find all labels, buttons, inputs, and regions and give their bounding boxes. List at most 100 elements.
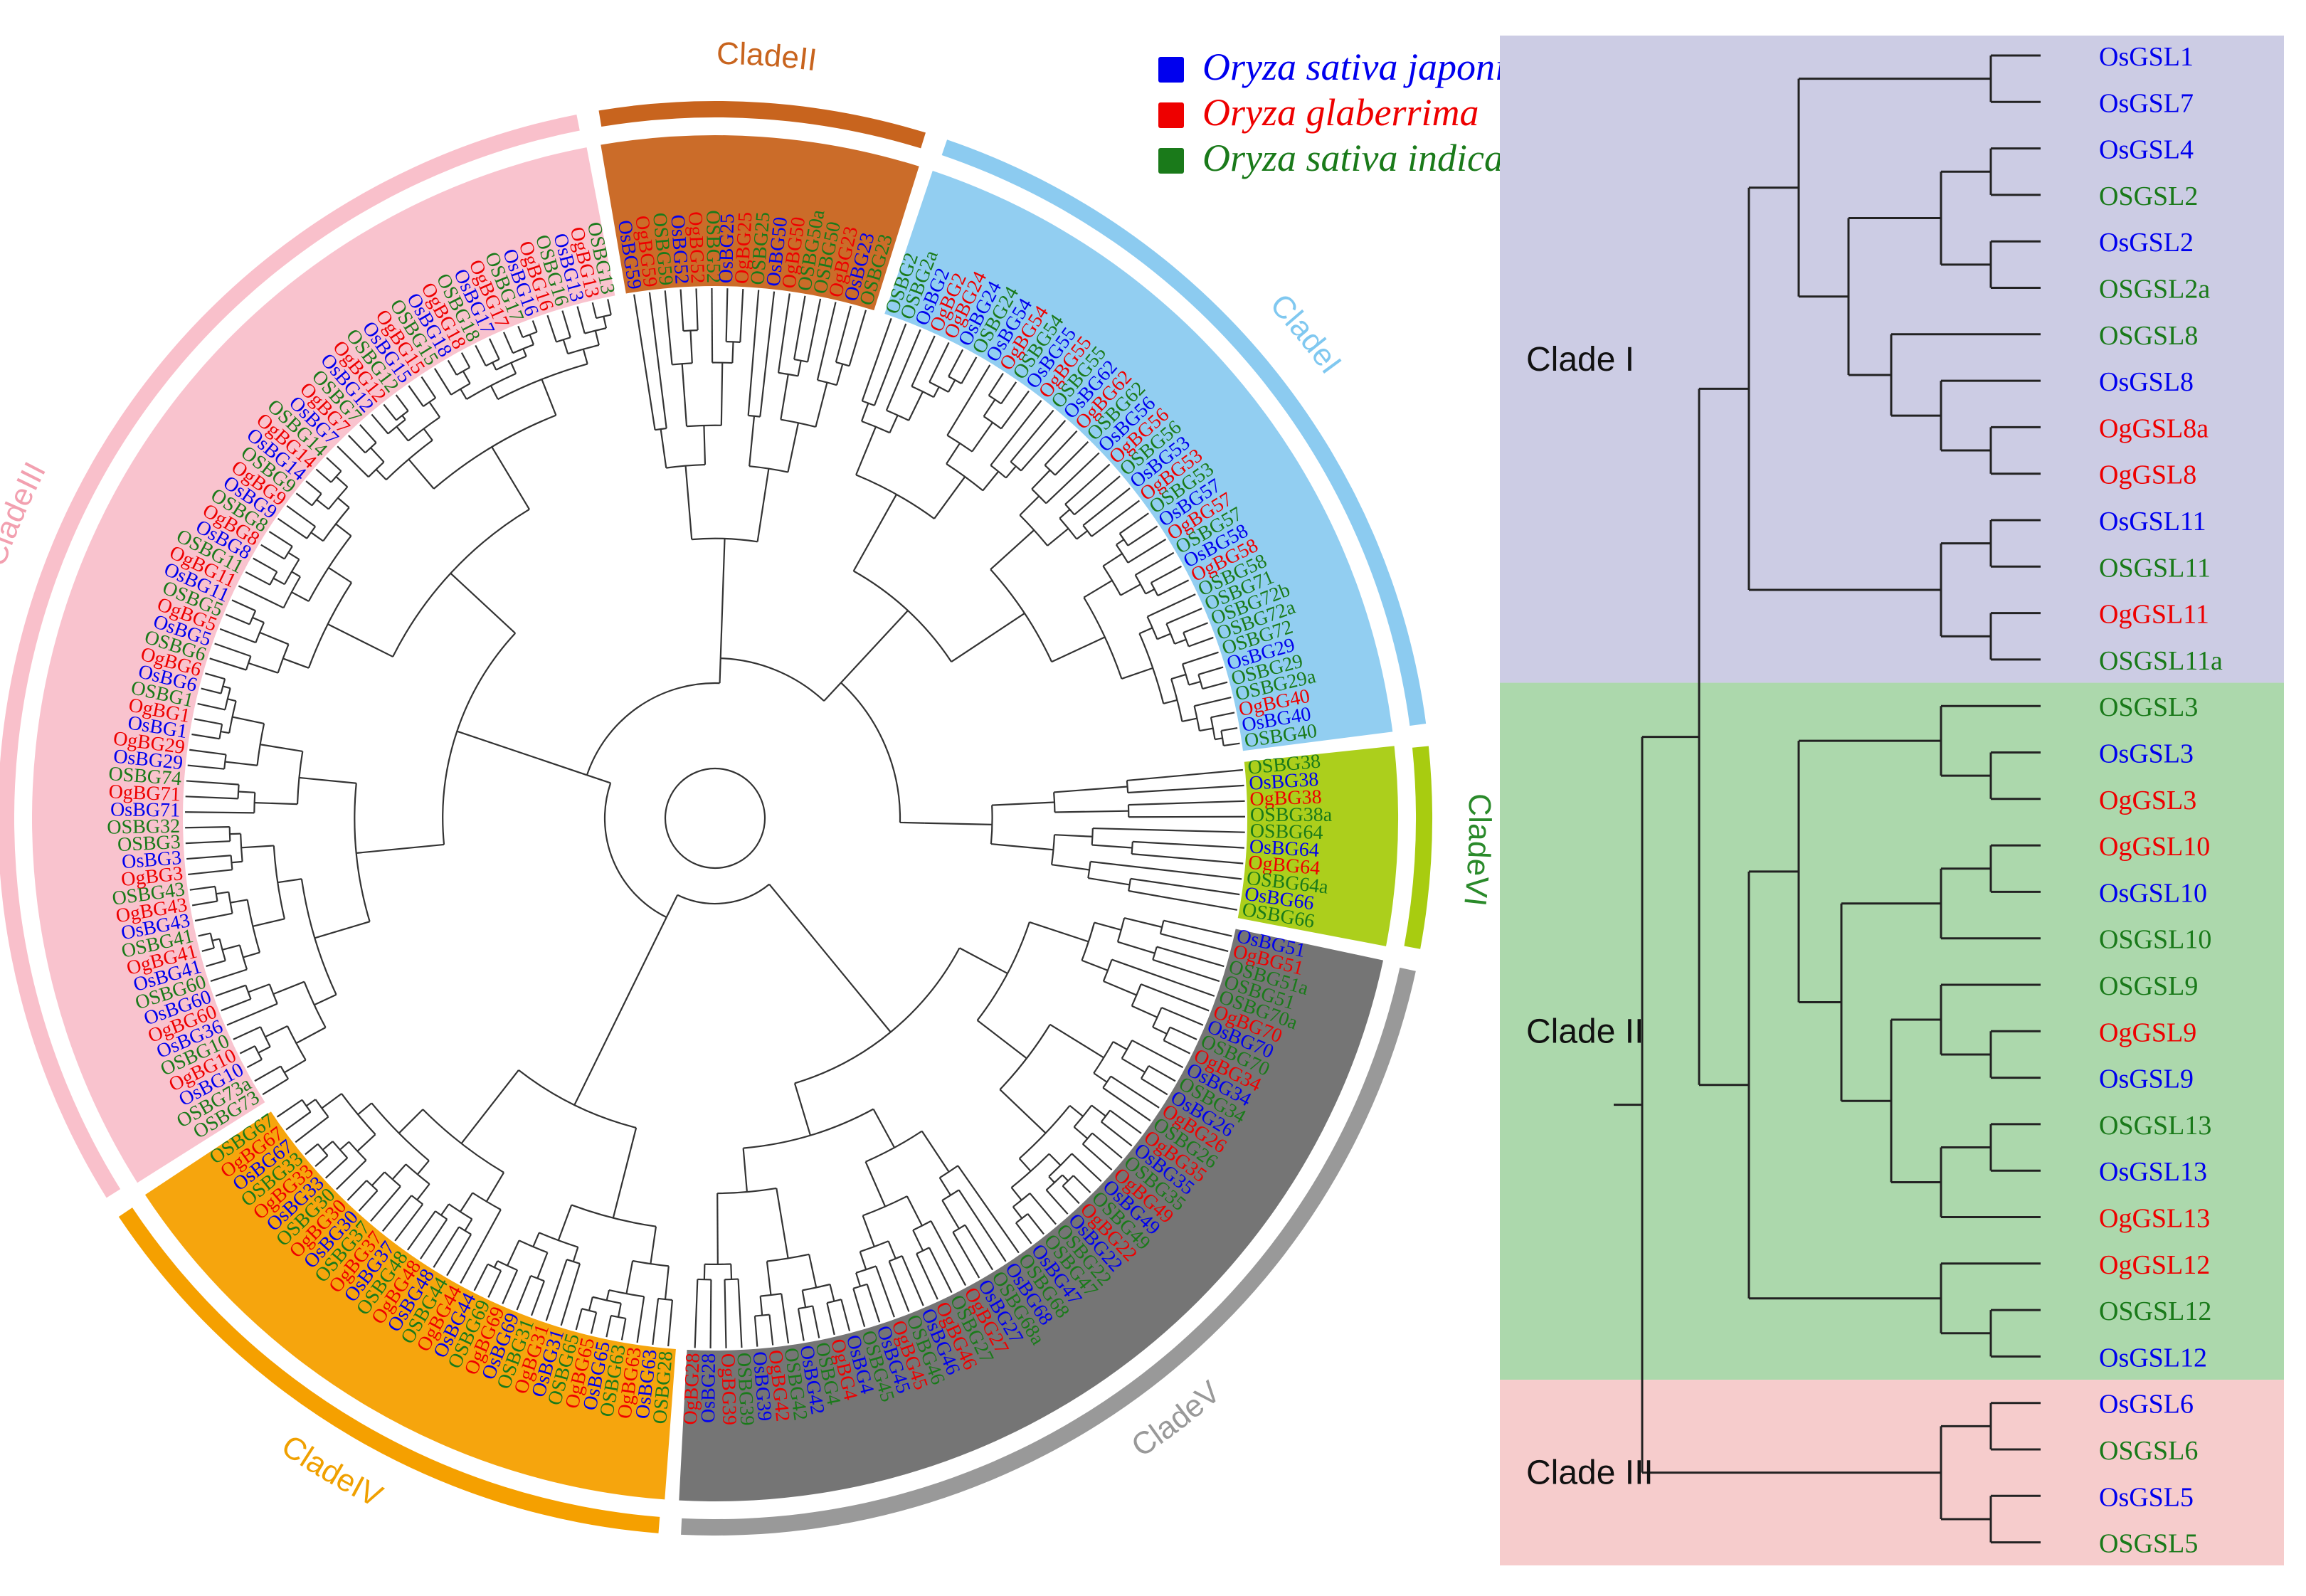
branch bbox=[1005, 465, 1017, 479]
branch bbox=[753, 1316, 758, 1347]
branch bbox=[327, 623, 393, 657]
branch bbox=[245, 571, 270, 586]
branch bbox=[1131, 853, 1244, 865]
branch bbox=[462, 371, 471, 384]
branch-arc bbox=[852, 1283, 868, 1289]
root-branch bbox=[665, 894, 679, 918]
branch bbox=[371, 413, 389, 435]
branch bbox=[1076, 530, 1088, 540]
branch bbox=[1183, 622, 1208, 634]
branch bbox=[545, 1259, 568, 1321]
branch bbox=[1131, 1005, 1158, 1018]
leaf-label: OSBG39 bbox=[732, 1352, 758, 1426]
branch bbox=[1073, 1126, 1089, 1140]
branch bbox=[749, 416, 756, 467]
branch bbox=[1223, 742, 1240, 747]
branch bbox=[536, 1252, 549, 1279]
branch bbox=[1188, 680, 1201, 686]
branch bbox=[335, 476, 349, 488]
rect-branches bbox=[1614, 54, 2041, 1544]
branch bbox=[464, 1218, 473, 1232]
branch bbox=[201, 687, 221, 694]
branch bbox=[793, 295, 806, 360]
branch bbox=[456, 730, 588, 776]
branch bbox=[401, 415, 406, 421]
branch bbox=[951, 613, 1025, 663]
branch-arc bbox=[238, 945, 248, 970]
branch bbox=[1010, 1187, 1022, 1201]
leaf-label: OsBG3 bbox=[121, 847, 182, 873]
branch bbox=[416, 1183, 430, 1200]
branch bbox=[348, 435, 366, 454]
branch bbox=[999, 1089, 1047, 1134]
branch bbox=[502, 332, 514, 354]
branch bbox=[447, 359, 458, 376]
clade-band-label: Clade II bbox=[1526, 1013, 1644, 1050]
branch bbox=[716, 1193, 719, 1264]
branch bbox=[1091, 1132, 1123, 1159]
branch bbox=[205, 672, 226, 680]
gsl-leaf-label: OsGSL12 bbox=[2099, 1343, 2207, 1373]
branch bbox=[316, 499, 329, 510]
clade-fill bbox=[31, 147, 615, 1183]
branch bbox=[336, 1159, 367, 1190]
branch bbox=[1102, 1087, 1151, 1121]
root-circle bbox=[664, 767, 766, 870]
branch bbox=[398, 1109, 424, 1134]
branch bbox=[964, 1225, 994, 1271]
branch bbox=[243, 951, 260, 958]
branch bbox=[1091, 1104, 1106, 1117]
branch bbox=[185, 840, 231, 845]
branch bbox=[246, 1059, 263, 1069]
branch bbox=[359, 424, 377, 443]
branch bbox=[1029, 921, 1089, 943]
clade-fill bbox=[884, 171, 1393, 751]
branch bbox=[912, 1230, 924, 1252]
branch bbox=[916, 1253, 938, 1300]
branch-arc bbox=[1220, 730, 1225, 746]
leaf-label: OgBG39 bbox=[716, 1353, 740, 1425]
clade-ring bbox=[598, 101, 926, 149]
leaf-labels: OsBG51OgBG51OSBG51aOSBG51OSBG70aOgBG70Os… bbox=[107, 208, 1333, 1426]
branch-arc bbox=[1140, 1065, 1150, 1079]
branch bbox=[777, 293, 790, 374]
branch bbox=[305, 1143, 319, 1156]
branch-arc bbox=[214, 886, 218, 902]
branch bbox=[1120, 583, 1141, 596]
branch bbox=[314, 921, 370, 939]
branch bbox=[382, 1195, 413, 1232]
branch bbox=[573, 916, 667, 1106]
branch-arc bbox=[1012, 1193, 1031, 1207]
branch bbox=[189, 885, 216, 891]
branch bbox=[591, 302, 598, 319]
branch bbox=[1103, 981, 1137, 996]
branch bbox=[189, 749, 226, 756]
leaf-label: OgBG52 bbox=[684, 211, 709, 284]
branch bbox=[209, 657, 247, 671]
branch bbox=[1054, 441, 1089, 476]
branch bbox=[225, 761, 258, 766]
branch bbox=[358, 1190, 379, 1212]
branch bbox=[408, 458, 435, 490]
branch bbox=[530, 1280, 545, 1316]
branch bbox=[780, 374, 789, 420]
branch bbox=[561, 310, 571, 338]
branch-arc bbox=[433, 414, 556, 490]
branch-arc bbox=[749, 465, 788, 473]
leaf-label: OsBG64 bbox=[1249, 835, 1320, 861]
branch bbox=[507, 1240, 520, 1267]
branch bbox=[873, 323, 907, 406]
branch bbox=[268, 531, 293, 547]
branch bbox=[1094, 921, 1122, 931]
root-arc bbox=[677, 883, 770, 905]
branch-arc bbox=[218, 724, 223, 739]
branch bbox=[1044, 430, 1078, 466]
branch-arc bbox=[952, 1224, 966, 1233]
branch bbox=[1126, 768, 1243, 782]
branch bbox=[1010, 409, 1054, 463]
branch bbox=[1132, 840, 1244, 849]
branch bbox=[1199, 727, 1214, 732]
branch bbox=[941, 1200, 960, 1230]
gsl-leaf-label: OgGSL11 bbox=[2099, 600, 2209, 630]
branch bbox=[1121, 667, 1153, 680]
